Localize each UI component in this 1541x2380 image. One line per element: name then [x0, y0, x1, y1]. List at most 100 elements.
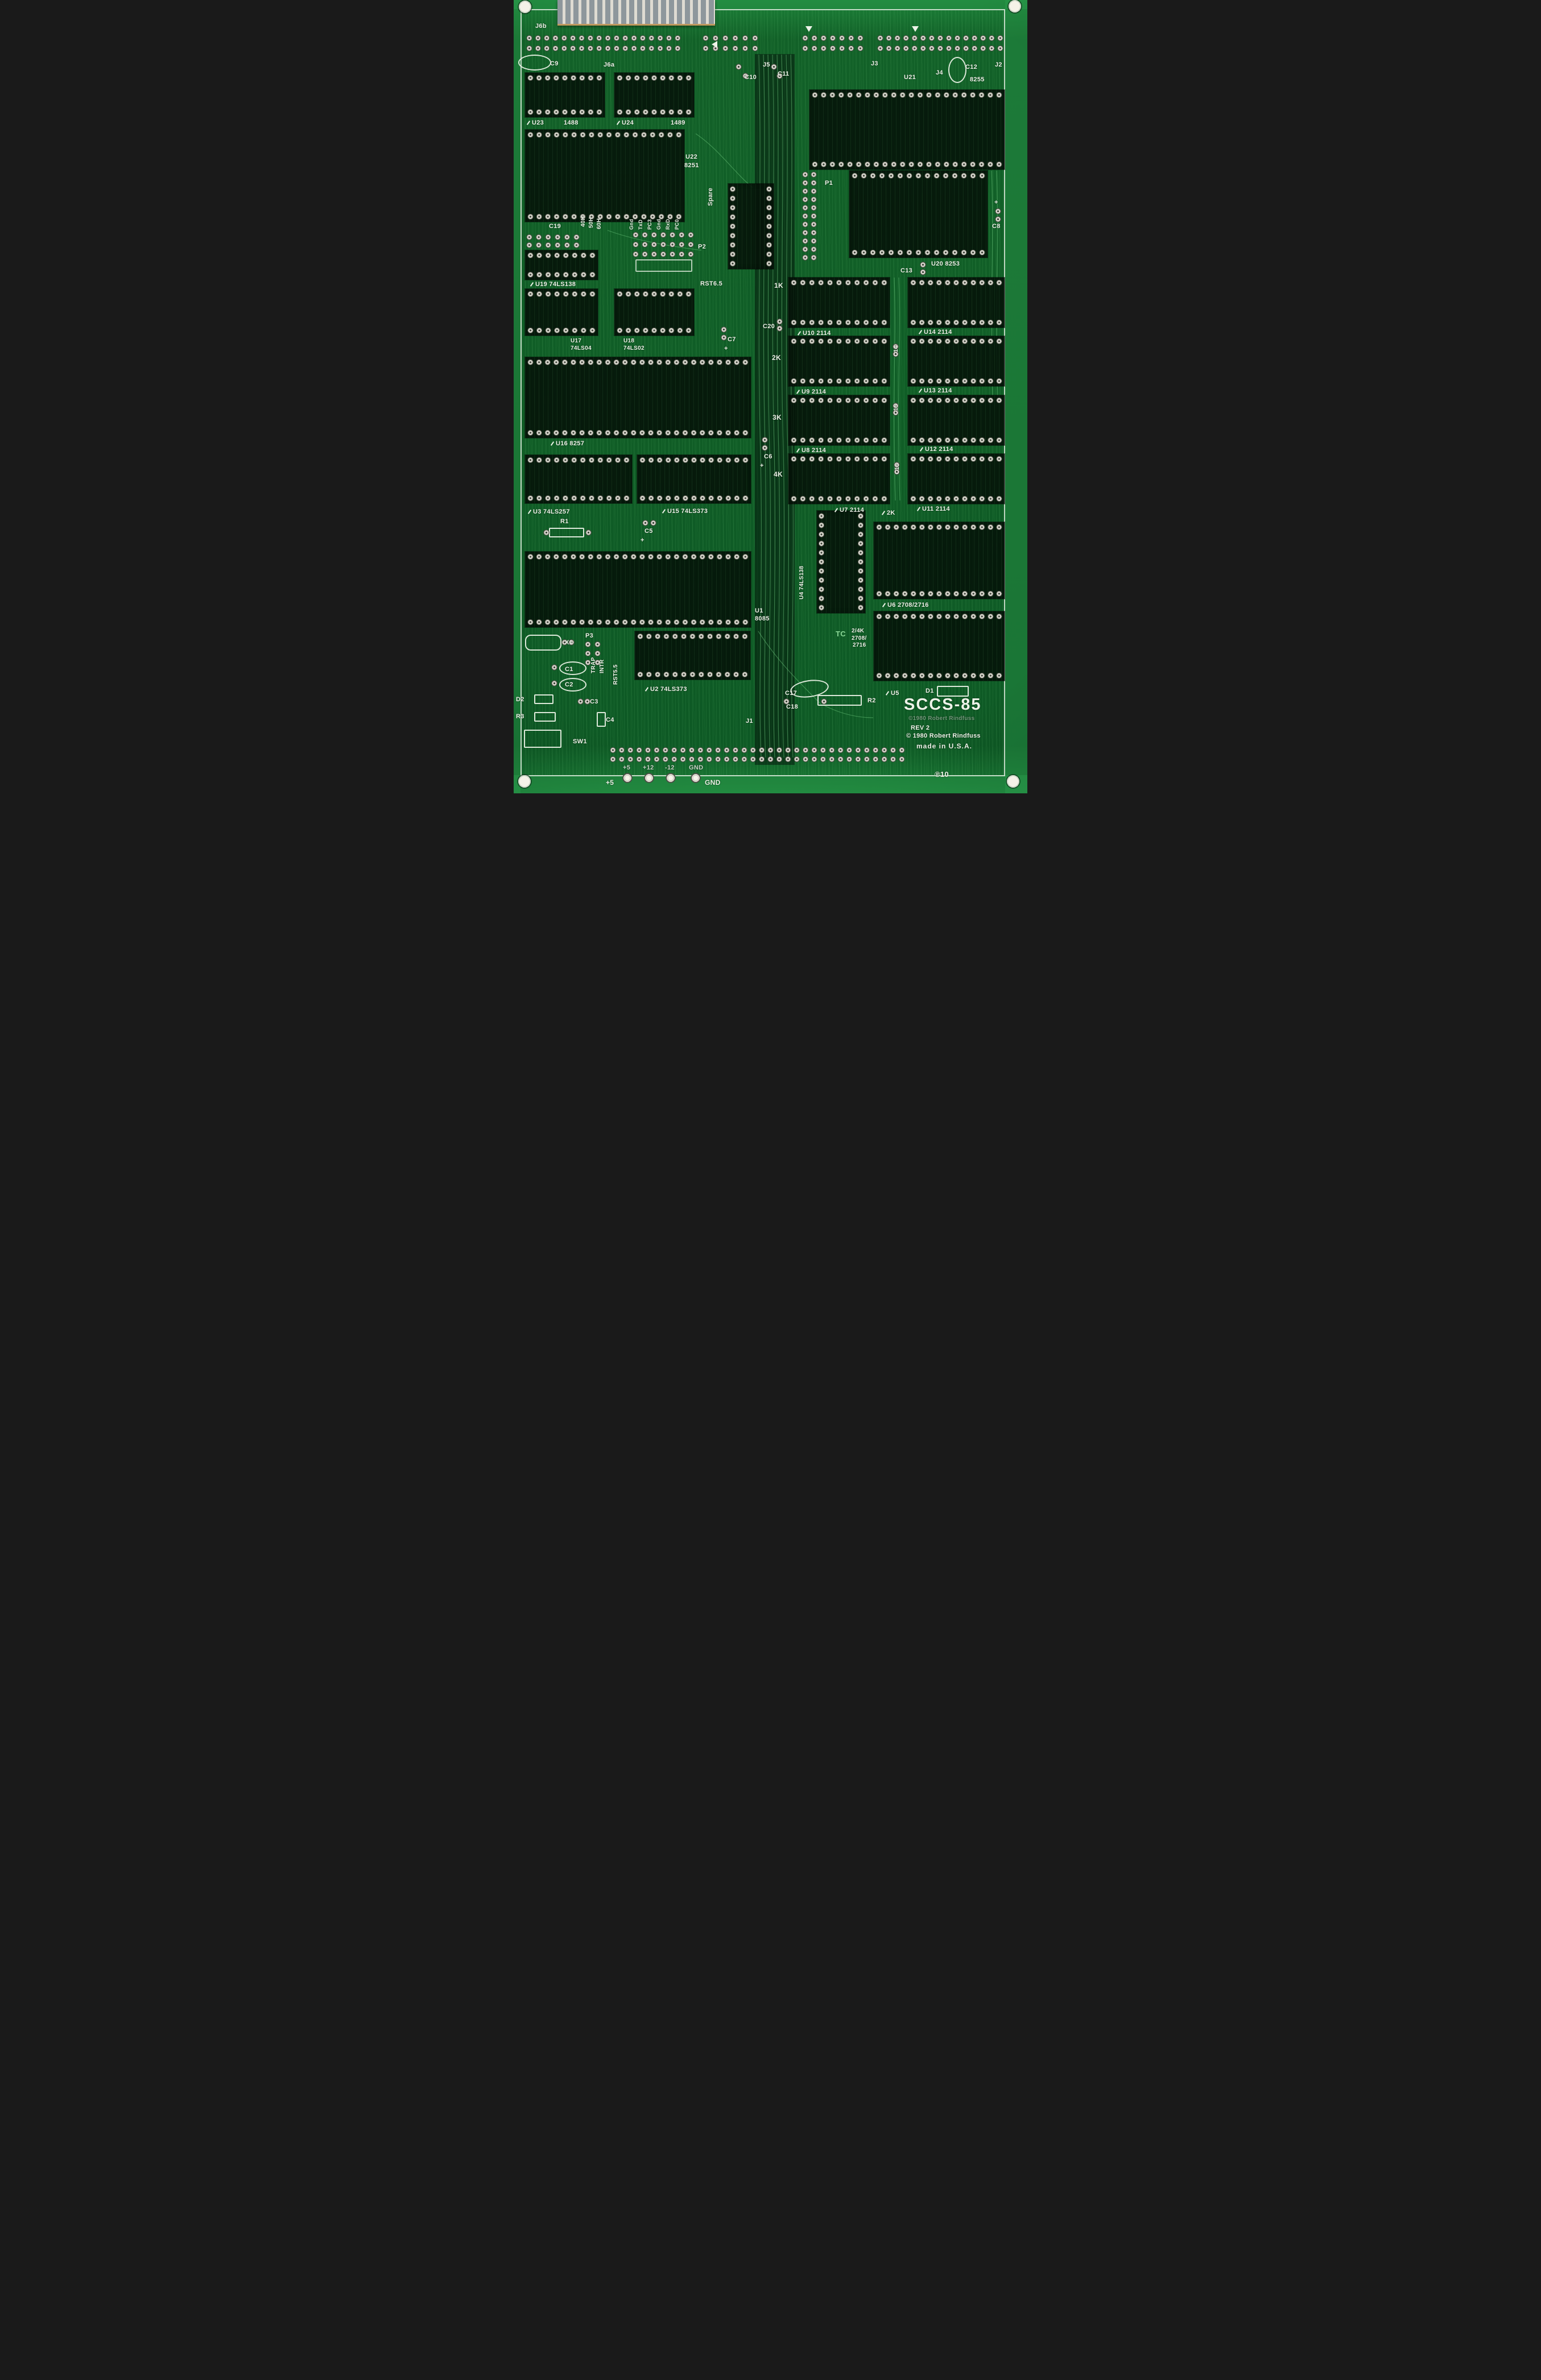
label-spare-socket: Spare	[707, 188, 714, 206]
label-c7-plus: +	[724, 345, 728, 352]
label-power-plus5: +5	[623, 764, 631, 771]
label-rst55: RST5.5	[613, 664, 619, 685]
label-p2-pin-gnd2: Gnd	[656, 218, 662, 230]
label-c3: C3	[590, 698, 598, 705]
label-u16: U16 8257	[550, 440, 584, 447]
power-pad-plus5	[622, 772, 633, 784]
board-edge-bottom	[514, 775, 1027, 793]
label-r3: R3	[516, 713, 524, 720]
label-c13: C13	[900, 267, 913, 274]
connector-j3-j4-pads	[801, 34, 865, 52]
label-u1: U1	[755, 607, 763, 614]
capacitor-outline-c1	[559, 661, 586, 675]
label-u9: U9 2114	[796, 388, 826, 395]
ic-u2	[635, 631, 750, 680]
label-j2: J2	[995, 61, 1002, 68]
label-u23: U23	[526, 119, 544, 126]
label-u19: U19 74LS138	[530, 281, 576, 288]
board-made-in: made in U.S.A.	[916, 742, 973, 750]
label-c11: C11	[778, 71, 790, 77]
label-p2-pin-gnd: Gnd	[629, 218, 635, 230]
via-pad	[894, 469, 900, 475]
label-p3: P3	[585, 632, 594, 639]
ic-u24	[614, 73, 694, 117]
arrow-down-icon	[912, 26, 919, 32]
label-c20: C20	[763, 323, 775, 330]
label-p2-pin-rxd: RxD	[665, 218, 671, 230]
label-c6-plus: +	[760, 462, 764, 469]
label-u6: U6 2708/2716	[882, 602, 929, 609]
board-title: SCCS-85	[904, 696, 982, 714]
switch-outline-sw1	[524, 730, 561, 748]
arrow-down-icon	[805, 26, 812, 32]
label-p2: P2	[698, 243, 707, 250]
label-j6a: J6a	[604, 61, 615, 68]
label-d2: D2	[516, 696, 524, 703]
label-c10: C10	[745, 74, 757, 81]
via-pad	[584, 698, 590, 705]
label-j4: J4	[936, 69, 943, 76]
label-j3: J3	[871, 60, 878, 67]
label-u20: U20 8253	[931, 260, 960, 267]
via-pad	[776, 73, 783, 79]
label-rst65: RST6.5	[700, 280, 723, 287]
label-u17-part: 74LS04	[571, 345, 592, 351]
label-eprom-sel-b: 2716	[853, 642, 866, 648]
via-pad	[551, 680, 557, 686]
ic-u11	[908, 454, 1005, 504]
label-c14: C14	[893, 345, 899, 357]
connector-j2-pads	[876, 34, 1005, 52]
label-u24: U24	[616, 119, 634, 126]
label-c15: C15	[893, 404, 899, 415]
resistor-outline-r3	[534, 712, 556, 722]
p2-component-outline	[635, 259, 692, 272]
label-c18: C18	[786, 703, 799, 710]
diode-outline-d1	[937, 686, 969, 697]
board-edge-left	[514, 0, 520, 793]
ic-u5	[874, 611, 1005, 681]
label-clock-40h: 40H	[580, 216, 586, 227]
power-pad-minus12	[665, 772, 676, 784]
label-u7: U7 2114	[834, 507, 864, 514]
power-pad-gnd	[690, 772, 701, 784]
board-copyright-etched: ©1980 Robert Rindfuss	[908, 715, 975, 722]
label-u22: U22	[685, 154, 698, 160]
label-tc: TC	[836, 630, 846, 638]
ic-u14	[908, 278, 1005, 328]
via-pad	[893, 343, 899, 350]
via-pad	[771, 64, 777, 70]
ic-u1	[525, 552, 751, 627]
via-pad	[893, 403, 899, 409]
label-terminal-plus5: +5	[606, 779, 614, 787]
ic-u9	[788, 336, 890, 386]
p3-header-pads	[584, 640, 602, 667]
via-pad	[821, 698, 827, 705]
via-pad	[650, 520, 656, 526]
pcb-board: J6b J6a J5 J3 J4 J2 C9 C10 C11 C12 U21 8…	[514, 0, 1027, 793]
via-pad	[776, 318, 783, 325]
label-u17: U17	[571, 338, 582, 344]
label-bank-1k: 1K	[774, 282, 783, 289]
label-c8: C8	[992, 223, 1001, 230]
label-u10: U10 2114	[797, 330, 831, 337]
label-c1: C1	[565, 666, 573, 673]
label-eprom-sel-a: 2708/	[852, 635, 867, 641]
label-j5: J5	[763, 61, 770, 68]
label-u13: U13 2114	[918, 387, 952, 394]
capacitor-outline-c9	[518, 55, 551, 71]
label-r2: R2	[867, 697, 876, 704]
mounting-hole	[1006, 0, 1023, 15]
label-u22-part: 8251	[684, 162, 699, 169]
via-pad	[920, 269, 926, 275]
via-pad	[561, 639, 568, 645]
label-c16: C16	[894, 463, 900, 474]
label-u2: U2 74LS373	[645, 686, 687, 693]
via-pad	[995, 208, 1001, 214]
ic-u3	[525, 455, 632, 503]
via-pad	[543, 529, 550, 536]
p1-header-pads	[801, 171, 818, 262]
label-power-plus12: +12	[643, 764, 654, 771]
ic-u6	[874, 522, 1005, 599]
label-c5: C5	[645, 528, 653, 535]
board-copyright: © 1980 Robert Rindfuss	[906, 732, 981, 739]
